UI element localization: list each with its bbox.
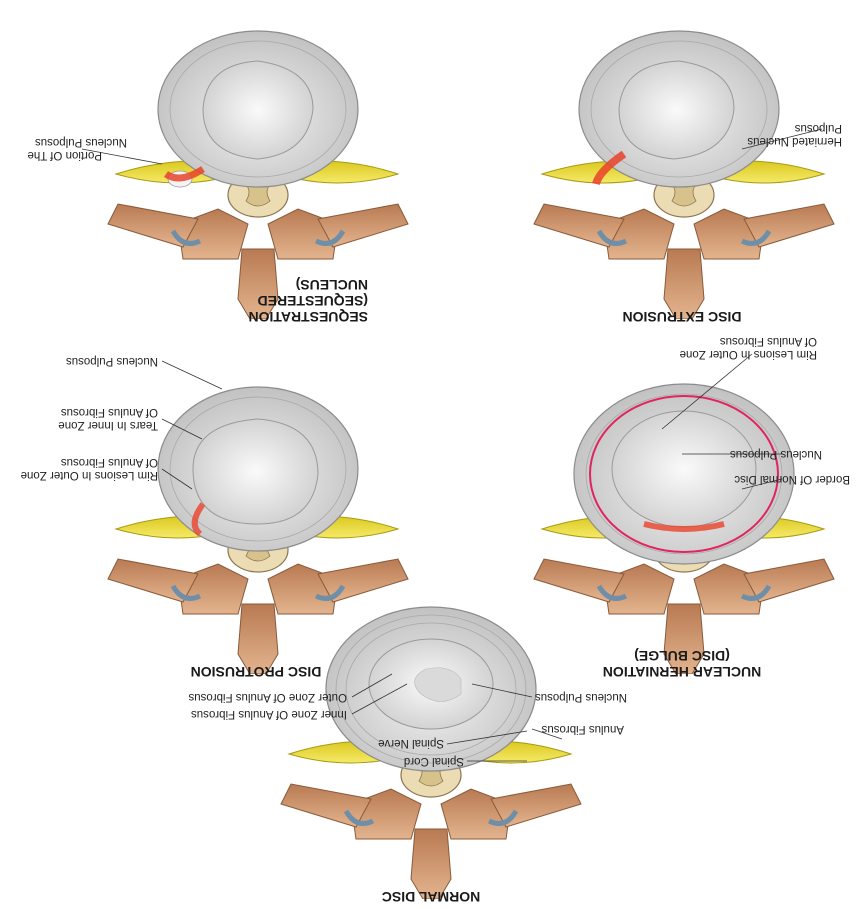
leader-outer-zone — [352, 674, 392, 697]
leader-nucleus — [472, 684, 532, 697]
label-inner-zone: Inner Zone Of Anulus Fibrosus — [191, 707, 347, 720]
label-protrusion-nucleus: Nucleus Pulposus — [66, 354, 158, 367]
label-spinal-nerve: Spinal Nerve — [378, 736, 444, 749]
label-herniated-2: Pulposus — [795, 121, 842, 134]
label-protrusion-rim-2: Of Anulus Fibrosus — [61, 455, 158, 468]
label-nucleus: Nucleus Pulposus — [535, 690, 627, 703]
label-spinal-cord: Spinal Cord — [404, 754, 464, 767]
label-outer-zone: Outer Zone Of Anulus Fibrosus — [188, 690, 347, 703]
label-protrusion-rim-1: Rim Lesions In Outer Zone — [21, 468, 158, 481]
leader-spinal-nerve — [447, 731, 527, 744]
label-nucleus-herniation: Nucleus Pulposus — [730, 447, 822, 460]
label-rim-lesions-1: Rim Lesions In Outer Zone — [680, 347, 817, 360]
leader-inner-zone — [352, 684, 407, 714]
leader-tears — [162, 419, 202, 439]
label-tears-2: Of Anulus Fibrosus — [61, 405, 158, 418]
leader-rim-lesions-protrusion — [162, 469, 192, 489]
leader-rim-lesions — [662, 354, 752, 429]
label-border-normal-disc: Border Of Normal Disc — [734, 472, 850, 485]
label-portion-1: Portion Of The — [27, 148, 102, 161]
label-tears-1: Tears In Inner Zone — [58, 418, 158, 431]
label-portion-2: Nucleus Pulposus — [35, 135, 127, 148]
label-anulus: Anulus Fibrosus — [542, 722, 624, 735]
label-herniated-1: Herniated Nucleus — [747, 134, 842, 147]
leader-nucleus-protrusion — [162, 361, 222, 389]
label-rim-lesions-2: Of Anulus Fibrosus — [720, 334, 817, 347]
